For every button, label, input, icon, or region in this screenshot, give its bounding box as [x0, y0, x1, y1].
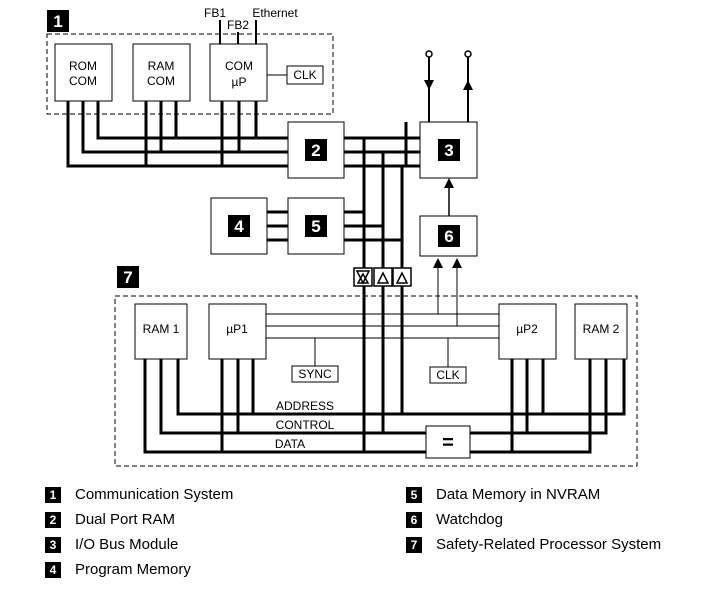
section-2-badge — [305, 139, 327, 161]
ram-com-label-2: COM — [147, 74, 175, 88]
up2-block — [498, 303, 557, 360]
comm-bus-lines — [66, 101, 288, 168]
up1-block — [208, 303, 267, 360]
ram-com-label-1: RAM — [148, 59, 175, 73]
clk-top-block — [286, 65, 324, 85]
section-1-number: 1 — [53, 12, 62, 31]
communication-system-frame — [46, 33, 334, 115]
section-7-badge — [117, 266, 139, 288]
watchdog-input-arrow-2 — [452, 258, 462, 268]
data-bus-label: DATA — [275, 437, 305, 451]
section-5-badge — [305, 215, 327, 237]
section-7-number: 7 — [123, 268, 132, 287]
com-up-block — [209, 43, 268, 102]
address-bus-label: ADDRESS — [276, 399, 334, 413]
rom-com-label-2: COM — [69, 74, 97, 88]
fb1-label: FB1 — [204, 6, 226, 20]
processor-system-frame — [114, 295, 638, 467]
up2-label: µP2 — [516, 322, 538, 336]
rom-com-label-1: ROM — [69, 59, 97, 73]
clk-top-label: CLK — [293, 68, 316, 82]
clk-bottom-block — [429, 366, 467, 384]
system-buses — [143, 286, 626, 454]
ram2-label: RAM 2 — [583, 322, 620, 336]
section-3-number: 3 — [444, 141, 453, 160]
section-1-badge — [47, 10, 69, 32]
section-4-badge — [228, 215, 250, 237]
rom-com-block — [54, 43, 113, 102]
ram1-label: RAM 1 — [143, 322, 180, 336]
ram2-block — [574, 303, 628, 360]
clk-bottom-label: CLK — [436, 368, 459, 382]
comparator-label: = — [442, 432, 454, 454]
io-terminals — [424, 50, 473, 122]
up1-label: µP1 — [226, 322, 248, 336]
sync-block — [291, 365, 339, 383]
com-up-label-1: COM — [225, 59, 253, 73]
section-4-number: 4 — [234, 217, 244, 236]
mem-links — [267, 210, 288, 242]
main-vertical-buses — [344, 122, 408, 268]
watchdog-input-arrow-1 — [433, 258, 443, 268]
section-5-number: 5 — [311, 217, 320, 236]
sync-label: SYNC — [298, 367, 332, 381]
section-2-number: 2 — [311, 141, 320, 160]
fb2-label: FB2 — [227, 18, 249, 32]
com-up-label-2: µP — [232, 75, 247, 89]
section-6-number: 6 — [444, 227, 453, 246]
section-3-badge — [438, 139, 460, 161]
ethernet-label: Ethernet — [252, 6, 298, 20]
bus-drivers — [353, 267, 412, 287]
comparator-block — [425, 425, 471, 459]
control-bus-label: CONTROL — [276, 418, 335, 432]
watchdog-arrow — [444, 178, 454, 188]
ram1-block — [134, 303, 188, 360]
section-6-badge — [438, 225, 460, 247]
